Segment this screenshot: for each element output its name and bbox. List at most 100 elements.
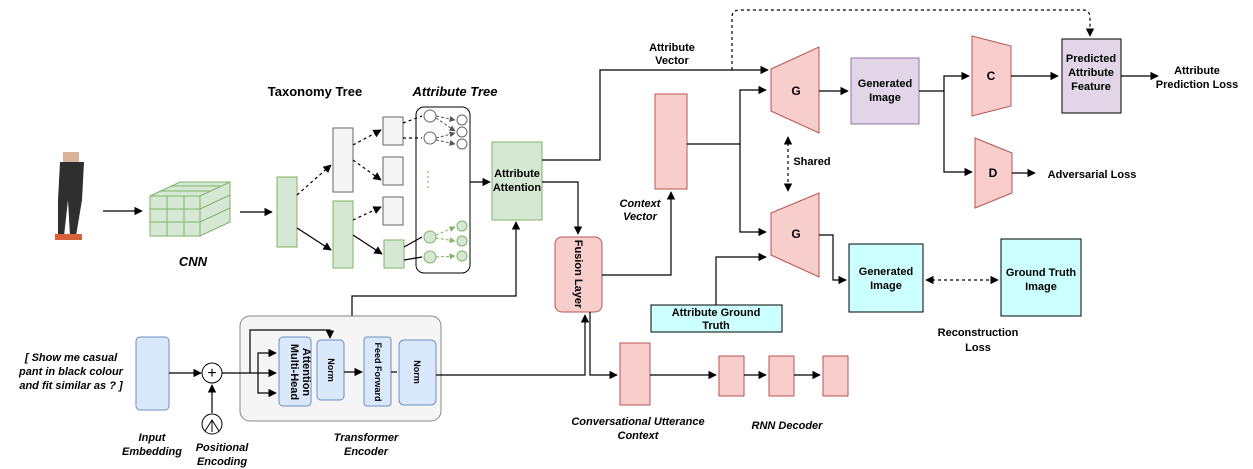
taxonomy-leaf	[382, 196, 404, 226]
encoder-input-branch	[257, 373, 277, 398]
reconstruction-loss-label-1: Reconstruction	[938, 327, 1019, 339]
attribute-attention-label-2: Attention	[493, 182, 542, 194]
attr-pred-loss-label-2: Prediction Loss	[1156, 79, 1239, 91]
tree-edge	[352, 234, 383, 255]
classifier-label: C	[987, 69, 996, 83]
ground-truth-image	[1000, 238, 1082, 317]
norm-label-1: Norm	[326, 358, 336, 382]
generated-image-top-label-2: Image	[869, 92, 901, 104]
query-text-2: pant in black colour	[18, 366, 124, 378]
attribute-nodes-top	[423, 109, 468, 150]
rnn-decoder-label: RNN Decoder	[752, 420, 824, 432]
predicted-feature-label-2: Attribute	[1068, 67, 1114, 79]
transformer-encoder-label-2: Encoder	[344, 446, 389, 458]
plus-symbol: +	[207, 365, 216, 382]
attribute-vector-label-2: Vector	[655, 55, 689, 67]
context-vector-label-2: Vector	[623, 211, 658, 223]
attribute-ground-truth-label-1: Attribute Ground	[672, 307, 761, 319]
ground-truth-image-label-1: Ground Truth	[1006, 267, 1077, 279]
generated-image-bottom-label-1: Generated	[859, 266, 913, 278]
attribute-nodes-bottom	[423, 220, 468, 264]
attribute-nodes-dots	[427, 171, 429, 188]
attribute-vector-label-1: Attribute	[649, 42, 695, 54]
norm-block-1	[316, 339, 345, 401]
fusion-to-context-arrow	[602, 191, 676, 276]
generator-top-label: G	[791, 84, 800, 98]
utterance-context-block	[619, 342, 651, 406]
encoder-to-fusion-arrow	[436, 314, 590, 376]
generator-bottom-to-image-arrow	[819, 234, 847, 285]
cnn-block	[149, 181, 231, 237]
attribute-attention-block	[491, 141, 543, 221]
generated-image-top-label-1: Generated	[858, 78, 912, 90]
predicted-feature-label-3: Feature	[1071, 81, 1111, 93]
input-embedding-label-1: Input	[139, 432, 167, 444]
rnn-cell-2	[768, 355, 795, 397]
taxonomy-leaf	[382, 156, 404, 186]
conversational-context-label-1: Conversational Utterance	[571, 416, 704, 428]
encoder-to-attention-arrow	[351, 221, 521, 318]
attribute-tree-label: Attribute Tree	[412, 84, 498, 99]
tree-edge	[403, 256, 423, 261]
taxonomy-root-node	[276, 176, 298, 248]
input-embedding-block	[135, 336, 170, 411]
positional-encoding-label-2: Encoding	[197, 456, 247, 468]
positional-encoding-label-1: Positional	[196, 442, 250, 454]
tree-edge	[296, 164, 332, 196]
reconstruction-loss-label-2: Loss	[965, 342, 991, 354]
taxonomy-node-bottom	[332, 200, 354, 269]
wave-icon	[204, 419, 220, 432]
taxonomy-leaf	[382, 116, 404, 146]
context-to-generator-top-arrow	[687, 85, 767, 145]
generated-image-bottom-label-2: Image	[870, 280, 902, 292]
input-embedding-label-2: Embedding	[122, 446, 182, 458]
attr-pred-loss-label-1: Attribute	[1174, 65, 1220, 77]
predicted-feature-label-1: Predicted	[1066, 53, 1116, 65]
input-image	[55, 152, 84, 240]
generator-top	[770, 46, 820, 134]
query-text-1: [ Show me casual	[24, 352, 118, 364]
query-text-3: and fit similar as ? ]	[19, 380, 123, 392]
generated-image-top	[850, 57, 920, 125]
context-vector-block	[654, 93, 688, 190]
tree-edge	[352, 206, 382, 221]
classifier-block	[971, 35, 1012, 117]
conversational-context-label-2: Context	[618, 430, 660, 442]
generated-image-bottom	[848, 243, 924, 313]
taxonomy-leaf-active	[383, 239, 405, 269]
adversarial-loss-label: Adversarial Loss	[1048, 169, 1137, 181]
ground-truth-to-generator-arrow	[715, 252, 767, 305]
context-vector-label-1: Context	[620, 198, 662, 210]
fusion-to-utterance-arrow	[589, 312, 618, 380]
multi-head-attention-block	[278, 336, 312, 407]
discriminator-label: D	[989, 166, 998, 180]
generator-bottom	[770, 192, 820, 278]
generator-bottom-label: G	[791, 227, 800, 241]
context-to-generator-bottom-arrow	[739, 144, 767, 237]
image-to-classifier-arrow	[919, 71, 970, 92]
attribute-ground-truth-label-2: Truth	[702, 320, 730, 332]
attention-to-fusion-arrow	[542, 181, 583, 235]
image-to-discriminator-arrow	[943, 91, 973, 177]
taxonomy-tree-label: Taxonomy Tree	[268, 84, 362, 99]
shared-label: Shared	[793, 156, 830, 168]
attribute-vector-arrow	[542, 65, 769, 161]
feed-forward-label: Feed Forward	[373, 342, 383, 401]
mha-label-2: Attention	[300, 348, 312, 397]
mha-label-1: Multi-Head	[288, 344, 300, 400]
encoder-input-branch	[257, 348, 277, 373]
norm-label-2: Norm	[412, 360, 422, 384]
tree-edge	[352, 129, 382, 146]
tree-edge	[403, 236, 423, 248]
cnn-label: CNN	[179, 254, 208, 269]
attribute-feedback-arrow	[731, 9, 1095, 70]
attribute-tree-container	[415, 106, 471, 274]
residual-connection	[249, 329, 335, 373]
transformer-encoder-label-1: Transformer	[334, 432, 399, 444]
taxonomy-node-top	[332, 127, 354, 193]
ground-truth-image-label-2: Image	[1025, 281, 1057, 293]
norm-block-2	[398, 339, 437, 406]
rnn-cell-3	[822, 355, 849, 397]
attribute-attention-label-1: Attribute	[494, 168, 540, 180]
